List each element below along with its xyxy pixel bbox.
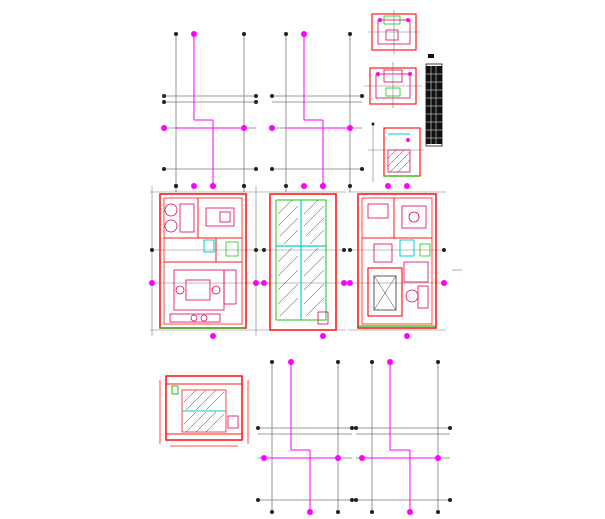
floor-plan-right — [348, 191, 462, 331]
floor-plan-left — [150, 186, 262, 336]
detail-small-2 — [364, 62, 422, 108]
floor-plan-right-nodes — [347, 183, 447, 339]
grid-plan-bottom-middle — [258, 362, 352, 514]
grid-plan-bottom-right-nodes — [354, 359, 452, 515]
floor-plan-middle-nodes — [261, 183, 347, 339]
grid-plan-top-middle — [272, 34, 362, 192]
grid-plan-bottom-middle-nodes — [256, 359, 354, 515]
floor-plan-left-nodes — [149, 183, 259, 339]
grid-plan-bottom-right — [356, 362, 450, 514]
grid-plan-top-left-nodes — [161, 31, 258, 189]
floor-plan-middle — [262, 191, 346, 331]
detail-small-1 — [368, 10, 420, 54]
detail-small-3 — [368, 122, 424, 182]
drawing-legend-table — [425, 54, 443, 147]
elevation-bottom-left — [159, 375, 249, 447]
grid-plan-top-left — [164, 34, 256, 192]
